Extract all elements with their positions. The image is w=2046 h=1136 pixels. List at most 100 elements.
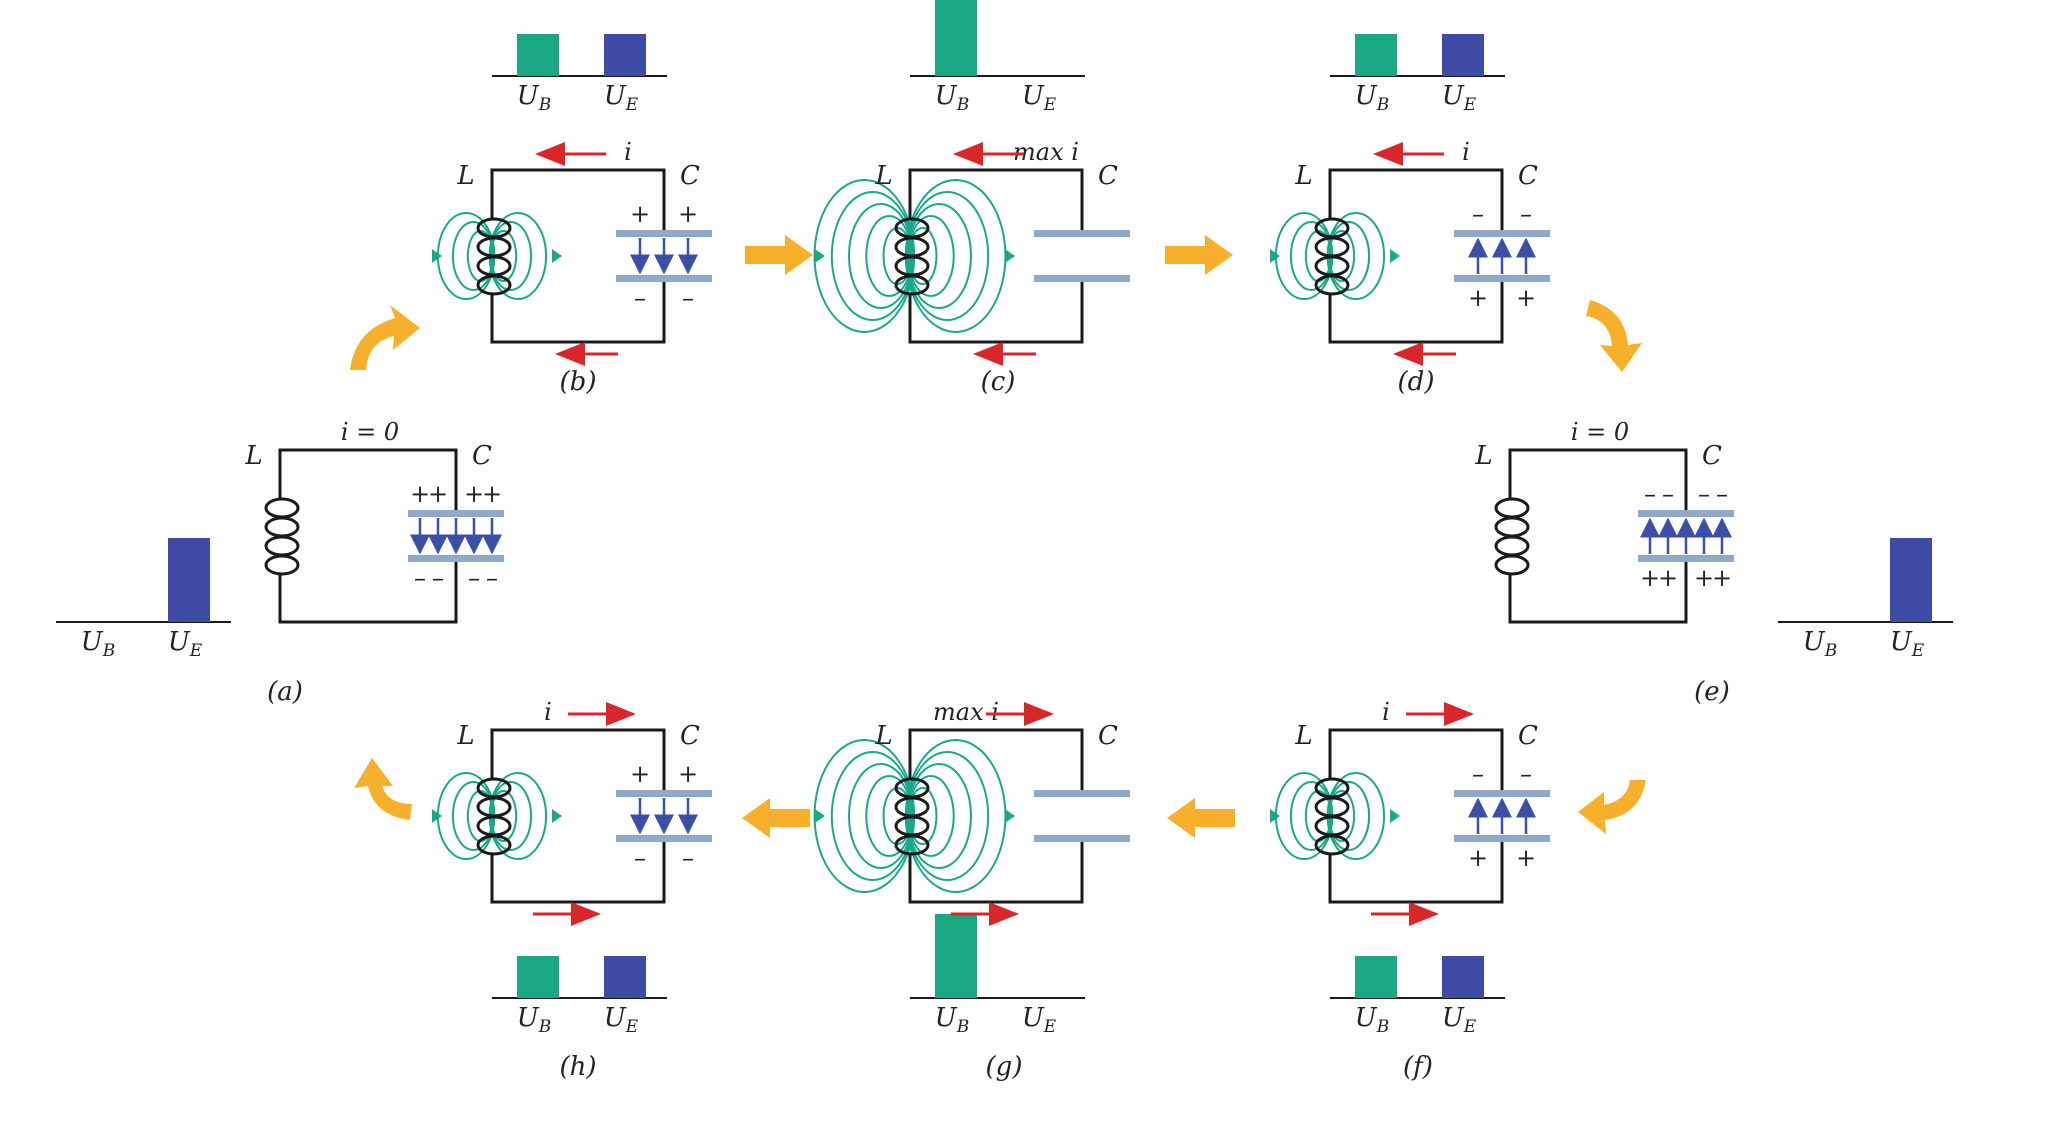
- wire-bottom: [1508, 558, 1688, 624]
- energy-bar-graph-f: UB UE: [1330, 956, 1505, 1037]
- ub-subscript: B: [956, 95, 970, 115]
- capacitor-plate-top: [616, 790, 712, 797]
- wire-top: [1328, 728, 1504, 794]
- ue-subscript: E: [189, 641, 203, 661]
- inductor-coil: [476, 217, 512, 296]
- capacitor-label: C: [1702, 441, 1722, 471]
- ue-label: UE: [1022, 1003, 1057, 1037]
- ub-bar: [935, 0, 977, 76]
- capacitor-plate-bottom: [616, 835, 712, 842]
- capacitor-plate-bottom: [1034, 835, 1130, 842]
- ub-bar: [935, 914, 977, 998]
- inductor-label: L: [874, 721, 892, 751]
- ue-bar: [1442, 34, 1484, 76]
- capacitor-label: C: [1098, 721, 1118, 751]
- charge-sign-bottom: +: [1516, 844, 1536, 872]
- ue-subscript: E: [625, 1017, 639, 1037]
- caption-f: (f): [1403, 1052, 1433, 1082]
- field-arrowhead: [1390, 809, 1400, 823]
- caption-e: (e): [1694, 677, 1730, 707]
- flow-arrow-right: [1165, 235, 1233, 275]
- wire-top: [490, 728, 666, 794]
- ue-label: UE: [1890, 627, 1925, 661]
- circuit-h: L+–+–Ci(h): [432, 698, 712, 1082]
- caption-a: (a): [267, 677, 303, 707]
- charge-sign-bottom: +: [1658, 564, 1678, 592]
- charge-sign-top: –: [1716, 480, 1728, 508]
- ub-subscript: B: [1824, 641, 1838, 661]
- current-label: i: [624, 138, 632, 166]
- field-arrowhead: [1270, 809, 1280, 823]
- ub-label: UB: [1355, 1003, 1389, 1037]
- field-arrowhead: [1005, 809, 1015, 823]
- inductor-coil: [1314, 777, 1350, 856]
- charge-sign-bottom: +: [1640, 564, 1660, 592]
- capacitor-plate-bottom: [1454, 835, 1550, 842]
- field-loop-left: [813, 179, 916, 333]
- capacitor: +–+–: [616, 200, 712, 312]
- charge-sign-bottom: +: [1712, 564, 1732, 592]
- field-arrowhead: [432, 809, 442, 823]
- coil-turn: [264, 535, 300, 557]
- ub-subscript: B: [102, 641, 116, 661]
- coil-turn: [476, 274, 512, 296]
- coil-turn: [264, 497, 300, 519]
- ue-subscript: E: [1043, 1017, 1057, 1037]
- wire-bottom: [908, 838, 1084, 904]
- inductor-coil: [476, 777, 512, 856]
- current-label: i = 0: [1571, 418, 1629, 446]
- charge-sign-bottom: +: [1468, 844, 1488, 872]
- coil-turn: [894, 834, 930, 856]
- coil-turn: [264, 554, 300, 576]
- coil-turn: [264, 516, 300, 538]
- ub-subscript: B: [1376, 95, 1390, 115]
- capacitor-label: C: [1518, 161, 1538, 191]
- circuit-b: L+–+–Ci(b): [432, 138, 712, 397]
- ue-subscript: E: [625, 95, 639, 115]
- wire-bottom: [278, 558, 458, 624]
- coil-turn: [1314, 834, 1350, 856]
- capacitor: –+–+: [1454, 760, 1550, 872]
- capacitor-plate-top: [1454, 230, 1550, 237]
- ue-label: UE: [168, 627, 203, 661]
- ub-label: UB: [517, 81, 551, 115]
- ub-bar: [517, 34, 559, 76]
- ue-bar: [1890, 538, 1932, 622]
- ub-bar: [1355, 956, 1397, 998]
- inductor-label: L: [874, 161, 892, 191]
- inductor-coil: [894, 217, 930, 296]
- charge-sign-top: –: [1520, 760, 1532, 788]
- capacitor-plate-bottom: [616, 275, 712, 282]
- coil-turn: [1494, 497, 1530, 519]
- inductor-label: L: [1474, 441, 1492, 471]
- field-arrowhead: [552, 249, 562, 263]
- caption-b: (b): [560, 367, 597, 397]
- ue-label: UE: [1442, 1003, 1477, 1037]
- ue-label: UE: [1022, 81, 1057, 115]
- charge-sign-bottom: –: [468, 564, 480, 592]
- coil-turn: [894, 274, 930, 296]
- capacitor-label: C: [680, 161, 700, 191]
- ue-subscript: E: [1911, 641, 1925, 661]
- charge-sign-top: +: [482, 480, 502, 508]
- ue-subscript: E: [1463, 1017, 1477, 1037]
- flow-arrow-curved-e-to-f: [1578, 780, 1646, 834]
- ue-bar: [604, 956, 646, 998]
- capacitor-label: C: [472, 441, 492, 471]
- charge-sign-top: +: [464, 480, 484, 508]
- charge-sign-bottom: –: [432, 564, 444, 592]
- ue-bar: [1442, 956, 1484, 998]
- inductor-label: L: [1294, 161, 1312, 191]
- current-label: max i: [933, 698, 999, 726]
- capacitor-plate-top: [1638, 510, 1734, 517]
- capacitor: –+–+: [1454, 200, 1550, 312]
- ub-label: UB: [517, 1003, 551, 1037]
- field-loop-left: [830, 751, 915, 881]
